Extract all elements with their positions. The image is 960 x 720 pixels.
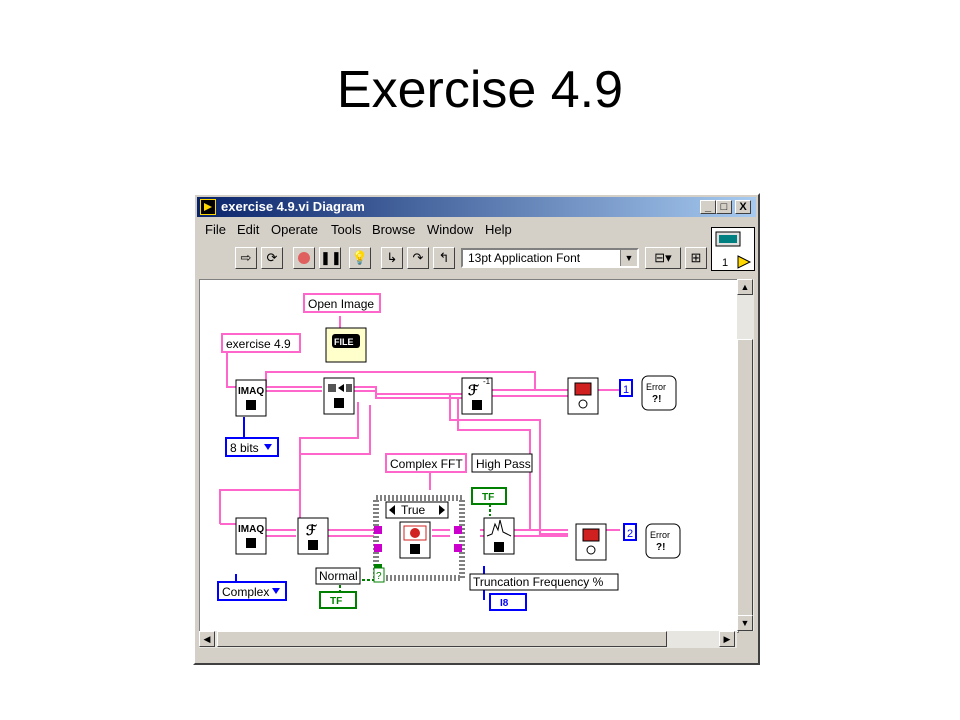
menu-tools[interactable]: Tools <box>331 222 362 237</box>
vertical-scrollbar[interactable]: ▲ ▼ <box>737 279 754 631</box>
tf-label-1: TF <box>482 492 494 503</box>
window-number-2-label: 2 <box>627 528 633 540</box>
svg-text:ℱ: ℱ <box>306 522 317 538</box>
i8-control[interactable]: I8 <box>489 593 527 611</box>
connector-number: 1 <box>722 257 728 269</box>
svg-text:Truncation Frequency %: Truncation Frequency % <box>473 575 604 589</box>
menu-bar: File Edit Operate Tools Browse Window He… <box>197 219 697 239</box>
window-number-1-label: 1 <box>623 384 629 396</box>
case-selector-label: True <box>401 503 426 517</box>
bits-dropdown[interactable]: 8 bits <box>225 437 279 457</box>
menu-window[interactable]: Window <box>427 222 474 237</box>
block-diagram: Open Image FILE exercise 4.9 IMAQ 8 bits <box>217 293 681 611</box>
error-handler-node-2[interactable]: Error ?! <box>645 523 681 559</box>
connector-pane-graphic: 1 <box>715 231 752 269</box>
open-image-constant[interactable]: Open Image <box>303 293 381 313</box>
run-arrow-icon[interactable]: ⇨ <box>235 247 257 269</box>
minimize-button[interactable]: _ <box>700 200 716 214</box>
chevron-down-icon: ▼ <box>620 250 637 266</box>
imaq-create-node-2[interactable]: IMAQ <box>235 517 267 555</box>
question-label: ? <box>376 571 382 582</box>
imaq-read-file-node[interactable] <box>323 377 355 415</box>
menu-edit[interactable]: Edit <box>237 222 260 237</box>
horizontal-scroll-thumb[interactable] <box>217 631 667 647</box>
file-icon-label: FILE <box>334 337 354 347</box>
slide-title: Exercise 4.9 <box>336 61 624 119</box>
complex-fft-constant[interactable]: Complex FFT <box>385 453 467 473</box>
window-title: exercise 4.9.vi Diagram <box>221 199 365 214</box>
menu-help[interactable]: Help <box>485 222 512 237</box>
imaq-label-1: IMAQ <box>238 386 264 397</box>
align-objects-icon[interactable]: ⊟▾ <box>645 247 681 269</box>
imaq-create-node-1[interactable]: IMAQ <box>235 379 267 417</box>
horizontal-scrollbar[interactable]: ◀ ▶ <box>199 631 737 648</box>
truncation-frequency-label: Truncation Frequency % <box>469 573 619 591</box>
abort-icon[interactable] <box>293 247 315 269</box>
highlight-execution-icon[interactable]: 💡 <box>349 247 371 269</box>
toolbar: ⇨ ⟳ ❚❚ 💡 ↳ ↷ ↰ 13pt Application Font ▼ ⊟… <box>197 243 707 273</box>
scroll-left-icon[interactable]: ◀ <box>199 631 215 647</box>
menu-browse[interactable]: Browse <box>372 222 416 237</box>
i8-label: I8 <box>500 598 509 609</box>
labview-vi-icon <box>200 199 216 215</box>
error-mark-2: ?! <box>656 542 665 553</box>
svg-text:-1: -1 <box>483 377 491 386</box>
run-continuous-icon[interactable]: ⟳ <box>261 247 283 269</box>
file-name-constant[interactable]: exercise 4.9 <box>221 333 301 353</box>
vertical-scroll-thumb[interactable] <box>737 339 753 619</box>
window-number-2[interactable]: 2 <box>623 523 637 541</box>
window-number-1[interactable]: 1 <box>619 379 633 397</box>
distribute-objects-icon[interactable]: ⊞ <box>685 247 707 269</box>
pause-icon[interactable]: ❚❚ <box>319 247 342 269</box>
truncate-node[interactable] <box>483 517 515 555</box>
complex-label: Complex <box>222 585 269 599</box>
step-over-icon[interactable]: ↷ <box>407 247 429 269</box>
font-dropdown[interactable]: 13pt Application Font ▼ <box>461 248 639 268</box>
svg-text:Normal: Normal <box>319 569 358 583</box>
error-handler-node-1[interactable]: Error ?! <box>641 375 677 411</box>
error-label-1: Error <box>646 382 666 392</box>
tf-constant-2[interactable]: TF <box>319 591 357 609</box>
font-dropdown-value: 13pt Application Font <box>468 251 581 265</box>
tf-constant-1[interactable]: TF <box>471 487 507 505</box>
complex-dropdown[interactable]: Complex <box>217 581 287 601</box>
block-diagram-canvas[interactable]: Open Image FILE exercise 4.9 IMAQ 8 bits <box>199 279 739 633</box>
normal-label: Normal <box>315 567 361 585</box>
complex-fft-label: Complex FFT <box>390 457 463 471</box>
scroll-right-icon[interactable]: ▶ <box>719 631 735 647</box>
error-mark-1: ?! <box>652 394 661 405</box>
connector-pane-icon[interactable]: 1 <box>711 227 755 271</box>
step-into-icon[interactable]: ↳ <box>381 247 403 269</box>
error-label-2: Error <box>650 530 670 540</box>
fft-node[interactable]: ℱ <box>297 517 329 555</box>
inverse-fft-node[interactable]: ℱ -1 <box>461 377 493 415</box>
scroll-up-icon[interactable]: ▲ <box>737 279 753 295</box>
scroll-down-icon[interactable]: ▼ <box>737 615 753 631</box>
svg-text:High Pass: High Pass <box>476 457 531 471</box>
question-constant[interactable]: ? <box>373 567 385 583</box>
menu-file[interactable]: File <box>205 222 226 237</box>
window-draw-node-2[interactable] <box>575 523 607 561</box>
tf-label-2: TF <box>330 596 342 607</box>
window-titlebar: exercise 4.9.vi Diagram _ □ X <box>197 197 756 217</box>
high-pass-label: High Pass <box>471 453 533 473</box>
bits-label: 8 bits <box>230 441 259 455</box>
imaq-label-2: IMAQ <box>238 524 264 535</box>
fft-shift-node[interactable] <box>399 521 431 559</box>
image-wires <box>219 316 620 546</box>
svg-text:ℱ: ℱ <box>468 382 479 398</box>
window-draw-node-1[interactable] <box>567 377 599 415</box>
maximize-button[interactable]: □ <box>716 200 732 214</box>
close-button[interactable]: X <box>735 200 751 214</box>
step-out-icon[interactable]: ↰ <box>433 247 455 269</box>
file-name-label: exercise 4.9 <box>226 337 291 351</box>
open-image-label: Open Image <box>308 297 374 311</box>
menu-operate[interactable]: Operate <box>271 222 318 237</box>
labview-diagram-window: exercise 4.9.vi Diagram _ □ X File Edit … <box>193 193 760 665</box>
file-dialog-node[interactable]: FILE <box>325 327 367 363</box>
